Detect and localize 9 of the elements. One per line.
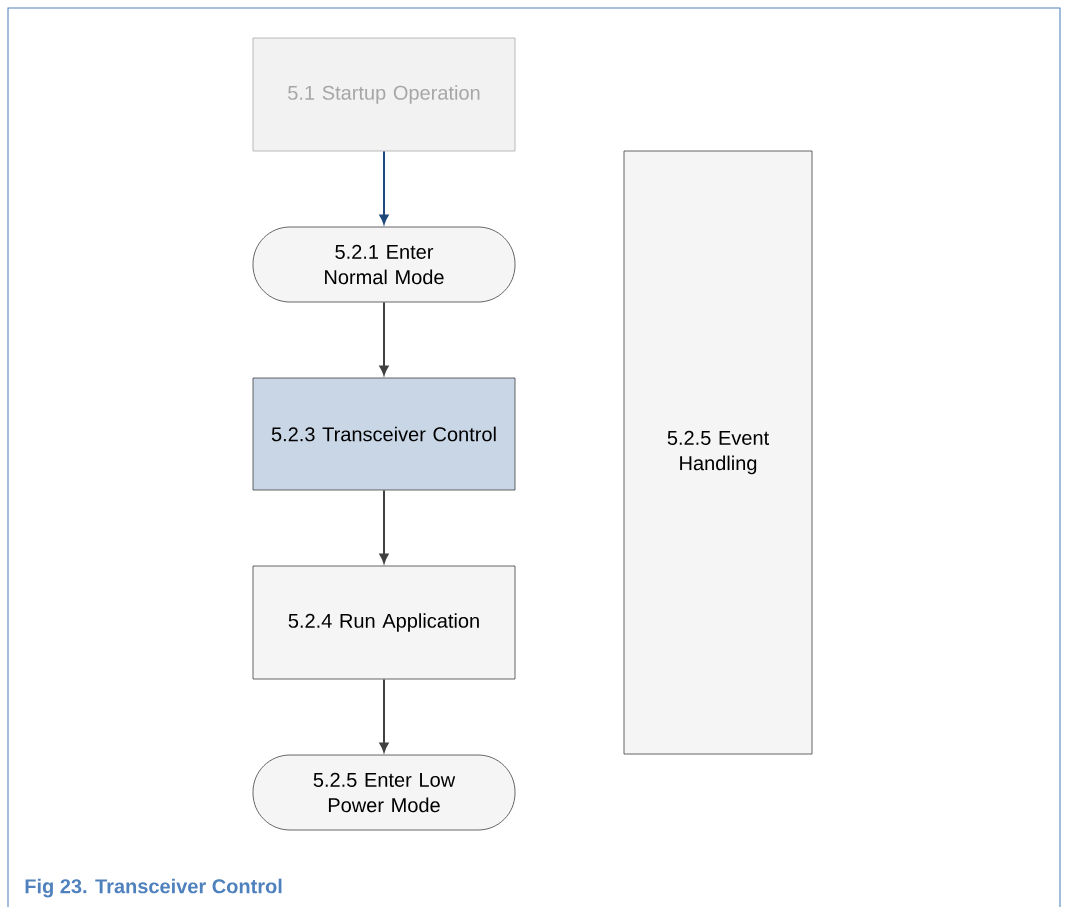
process-box: 5.2.5 Event Handling xyxy=(623,150,813,755)
figure-caption: Fig 23. Transceiver Control xyxy=(25,878,282,898)
arrow xyxy=(379,678,389,753)
process-box: 5.2.4 Run Application xyxy=(252,565,516,680)
arrow xyxy=(379,150,389,225)
arrow xyxy=(379,489,389,564)
process-box: 5.1 Startup Operation xyxy=(252,37,516,152)
arrow xyxy=(379,301,389,376)
process-box: 5.2.3 Transceiver Control xyxy=(252,377,516,491)
